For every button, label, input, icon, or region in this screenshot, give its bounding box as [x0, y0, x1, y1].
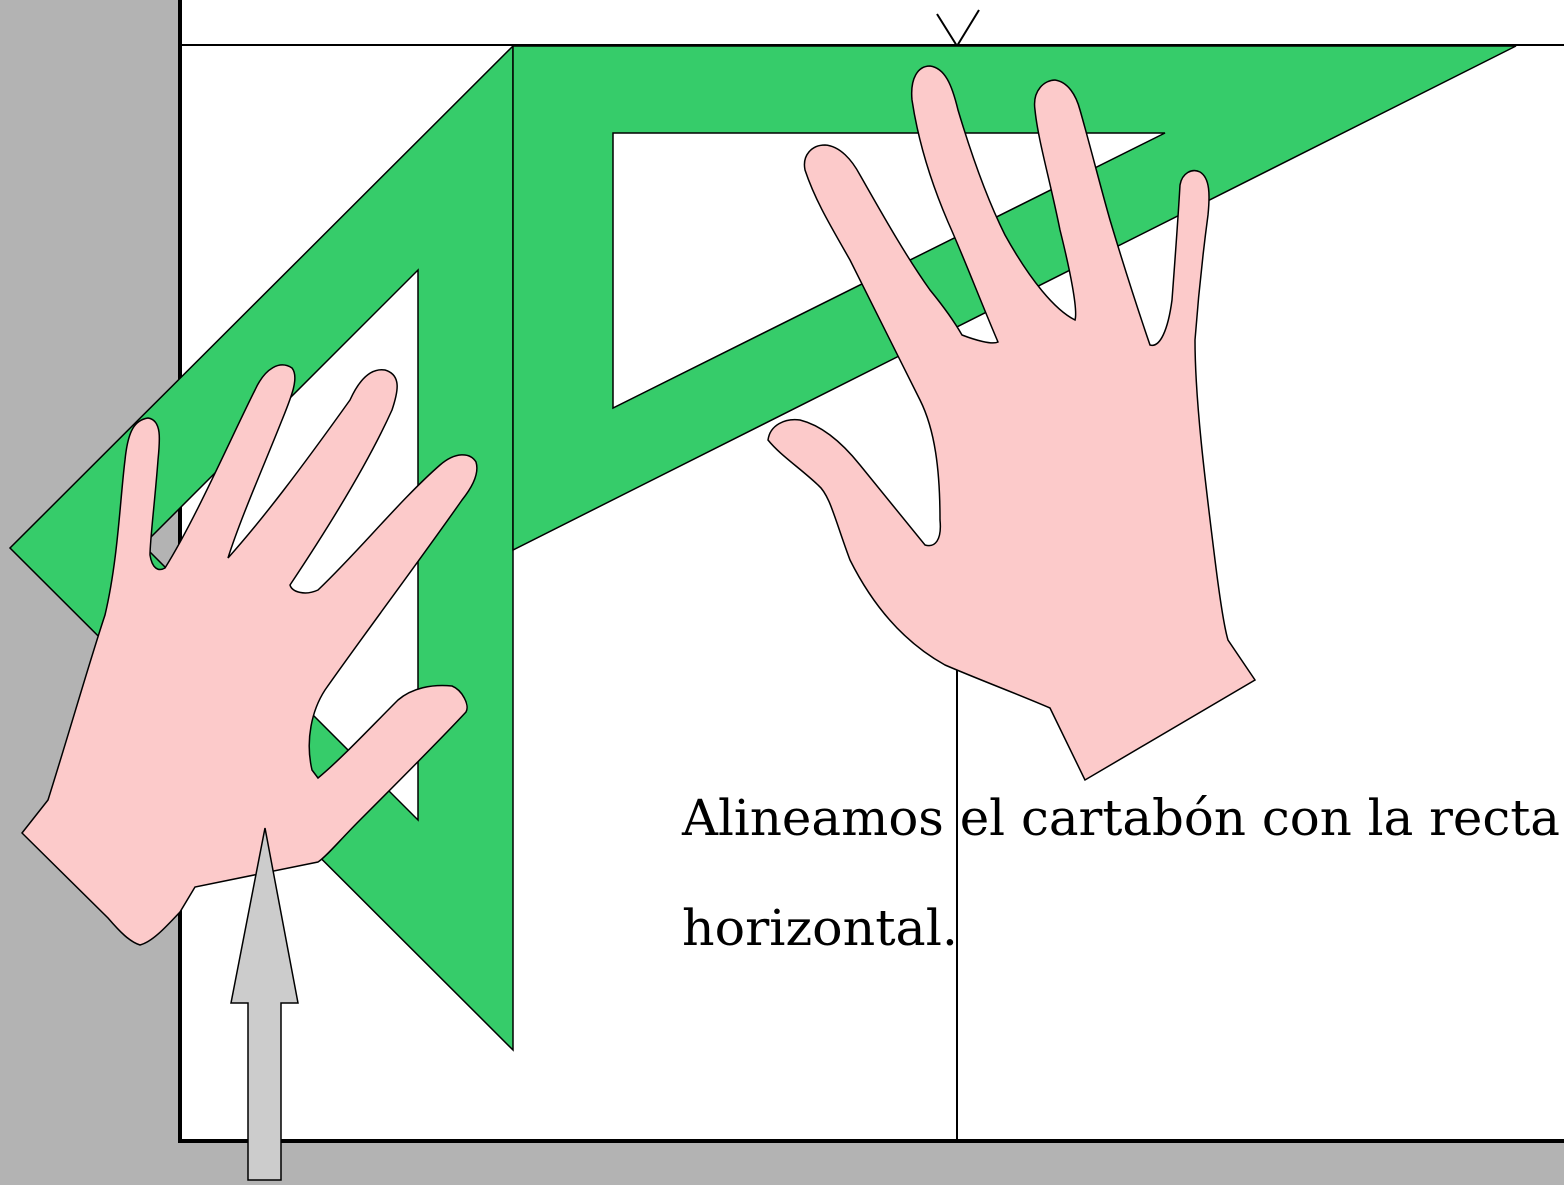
left-hand-icon: [20, 364, 478, 946]
up-arrow-icon: [230, 827, 299, 1181]
right-hand-icon: [767, 65, 1257, 782]
caption-line-1: Alineamos el cartabón con la recta: [681, 789, 1560, 847]
caption-line-2: horizontal.: [682, 899, 958, 957]
